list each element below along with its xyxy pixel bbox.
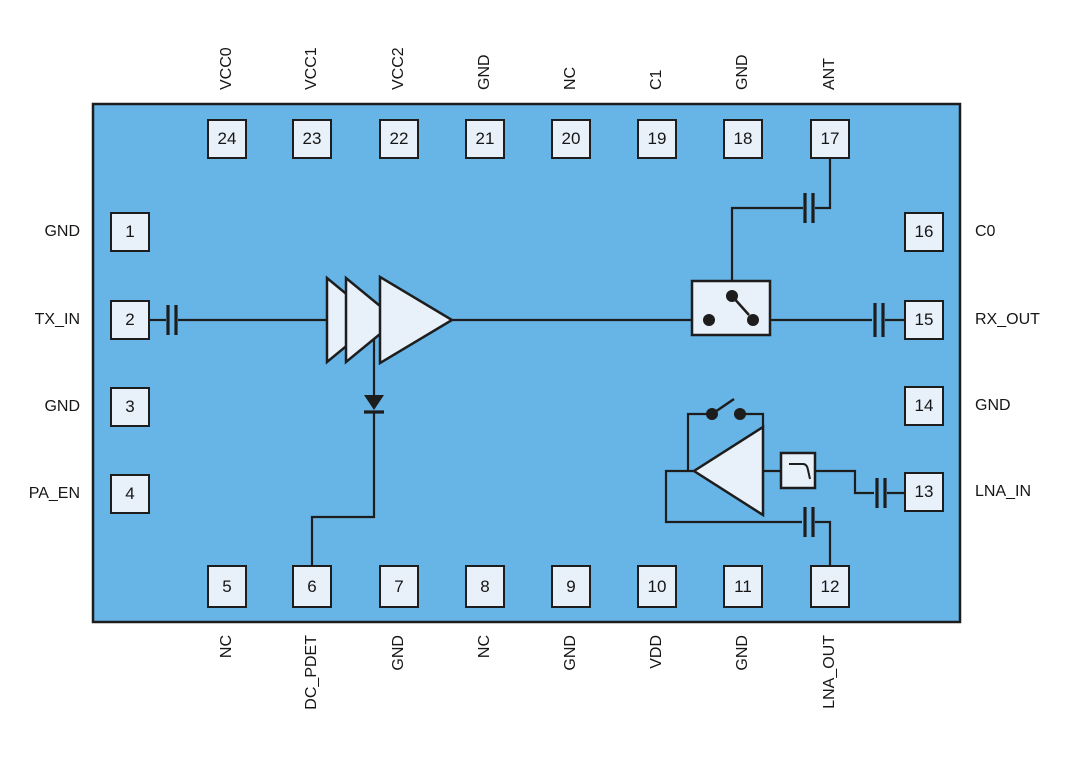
antenna-path bbox=[730, 159, 832, 281]
pin-5-label: NC bbox=[218, 635, 235, 659]
pin-10: 10 bbox=[637, 565, 677, 608]
pin-8: 8 bbox=[465, 565, 505, 608]
pin-2: 2 bbox=[110, 300, 150, 340]
lna-input-capacitor bbox=[875, 478, 887, 508]
tx-coupling-capacitor bbox=[166, 305, 178, 335]
pin-13: 13 bbox=[904, 472, 944, 512]
pa-stage-3 bbox=[378, 274, 455, 366]
pin-19: 19 bbox=[637, 119, 677, 159]
pin-6: 6 bbox=[292, 565, 332, 608]
pin-16: 16 bbox=[904, 212, 944, 252]
pin-14: 14 bbox=[904, 386, 944, 426]
pin-5: 5 bbox=[207, 565, 247, 608]
pin-11-label: GND bbox=[734, 635, 751, 671]
pin-7: 7 bbox=[379, 565, 419, 608]
pin-16-label: C0 bbox=[975, 223, 996, 240]
pin-2-label: TX_IN bbox=[34, 311, 80, 328]
lna-output-path bbox=[664, 469, 832, 566]
pin-22: 22 bbox=[379, 119, 419, 159]
pin-9: 9 bbox=[551, 565, 591, 608]
pin-23: 23 bbox=[292, 119, 332, 159]
pin-23-label: VCC1 bbox=[303, 47, 320, 90]
pin-8-label: NC bbox=[476, 635, 493, 659]
pin-10-label: VDD bbox=[648, 635, 665, 669]
pin-12-label: LNA_OUT bbox=[821, 635, 838, 709]
pin-9-label: GND bbox=[562, 635, 579, 671]
rx-output-path bbox=[770, 303, 904, 337]
pin-18-label: GND bbox=[734, 54, 751, 90]
power-detector-diode bbox=[364, 395, 384, 410]
pin-4-label: PA_EN bbox=[28, 485, 80, 502]
pin-14-label: GND bbox=[975, 397, 1011, 414]
pin-17: 17 bbox=[810, 119, 850, 159]
lna-output-capacitor bbox=[803, 507, 815, 537]
pin-24: 24 bbox=[207, 119, 247, 159]
pin-4: 4 bbox=[110, 474, 150, 514]
lna-input-path bbox=[763, 451, 904, 508]
pin-20: 20 bbox=[551, 119, 591, 159]
pin-18: 18 bbox=[723, 119, 763, 159]
pin-21-label: GND bbox=[476, 54, 493, 90]
pin-19-label: C1 bbox=[648, 69, 665, 90]
pin-15: 15 bbox=[904, 300, 944, 340]
pin-21: 21 bbox=[465, 119, 505, 159]
pin-3-label: GND bbox=[44, 398, 80, 415]
lna-bypass-switch bbox=[686, 397, 765, 471]
pin-7-label: GND bbox=[390, 635, 407, 671]
pin-22-label: VCC2 bbox=[390, 47, 407, 90]
pin-20-label: NC bbox=[562, 66, 579, 90]
ant-coupling-capacitor bbox=[803, 193, 815, 223]
chip-body bbox=[91, 102, 962, 624]
power-amplifier-3-stage bbox=[325, 274, 455, 366]
pin-3: 3 bbox=[110, 387, 150, 427]
pin-13-label: LNA_IN bbox=[975, 483, 1032, 500]
tx-rx-antenna-switch bbox=[690, 279, 772, 337]
pin-1-label: GND bbox=[44, 223, 80, 240]
filter-response-glyph bbox=[789, 463, 811, 480]
pin-15-label: RX_OUT bbox=[975, 311, 1040, 328]
pin-6-label: DC_PDET bbox=[303, 635, 320, 710]
pin-24-label: VCC0 bbox=[218, 47, 235, 90]
pin-1: 1 bbox=[110, 212, 150, 252]
pin-12: 12 bbox=[810, 565, 850, 608]
rx-coupling-capacitor bbox=[873, 303, 885, 337]
power-detector-branch bbox=[310, 336, 384, 566]
pin-11: 11 bbox=[723, 565, 763, 608]
pin-17-label: ANT bbox=[821, 58, 838, 90]
filter-block bbox=[779, 451, 817, 490]
pa-stage-2 bbox=[344, 275, 399, 365]
